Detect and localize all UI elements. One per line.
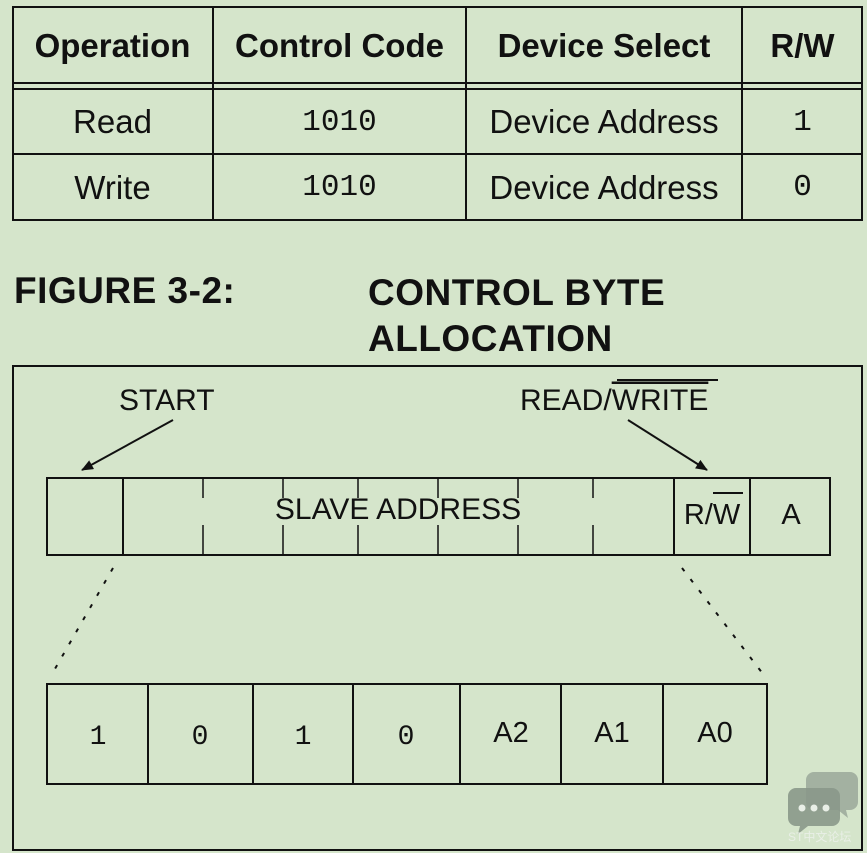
row-write-control-code: 1010 bbox=[302, 170, 377, 205]
expansion-line-right bbox=[681, 567, 764, 675]
slave-address-label: SLAVE ADDRESS bbox=[275, 493, 521, 526]
row-read-device-select: Device Address bbox=[489, 103, 719, 140]
rw-cell-overlined: W bbox=[713, 499, 741, 531]
start-arrow bbox=[81, 419, 174, 471]
ack-cell-label: A bbox=[781, 499, 801, 531]
figure-caption-line2: ALLOCATION bbox=[368, 318, 613, 359]
row-read-operation: Read bbox=[73, 103, 152, 140]
bit-4: 0 bbox=[398, 722, 415, 753]
row-write-device-select: Device Address bbox=[489, 168, 719, 206]
table-grid bbox=[12, 6, 863, 221]
read-write-label-overlined: WRITE bbox=[612, 384, 709, 417]
bit-7: 1 bbox=[90, 722, 107, 753]
start-label: START bbox=[119, 384, 215, 417]
read-write-label-prefix: READ/ bbox=[520, 384, 612, 417]
figure-caption-line1: CONTROL BYTE bbox=[368, 272, 666, 313]
row-write-operation: Write bbox=[74, 168, 151, 206]
chat-bubbles-icon bbox=[788, 772, 858, 834]
rw-cell-prefix: R/ bbox=[684, 499, 714, 531]
read-write-arrow bbox=[627, 419, 708, 471]
bit-2: A1 bbox=[594, 717, 629, 749]
header-device-select: Device Select bbox=[497, 26, 711, 64]
figure-number: FIGURE 3-2: bbox=[14, 270, 236, 311]
bit-1: A0 bbox=[697, 717, 732, 749]
bit-3: A2 bbox=[493, 717, 528, 749]
row-read-control-code: 1010 bbox=[302, 104, 377, 140]
row-read-rw: 1 bbox=[793, 104, 812, 140]
expansion-line-left bbox=[51, 567, 114, 675]
row-write-rw: 0 bbox=[793, 170, 812, 205]
bit-6: 0 bbox=[192, 722, 209, 753]
bit-row bbox=[46, 683, 768, 785]
header-operation: Operation bbox=[34, 26, 191, 64]
header-control-code: Control Code bbox=[235, 26, 444, 64]
watermark-text: ST中文论坛 bbox=[788, 830, 852, 844]
rw-cell-label: R/W bbox=[684, 499, 741, 531]
read-write-label: READ/WRITE bbox=[520, 384, 708, 417]
bit-5: 1 bbox=[295, 722, 312, 753]
operation-table: Operation Control Code Device Select R/W… bbox=[12, 6, 863, 221]
diagram-frame bbox=[12, 365, 863, 851]
figure-caption: CONTROL BYTE ALLOCATION bbox=[368, 270, 665, 362]
header-rw: R/W bbox=[770, 26, 835, 64]
